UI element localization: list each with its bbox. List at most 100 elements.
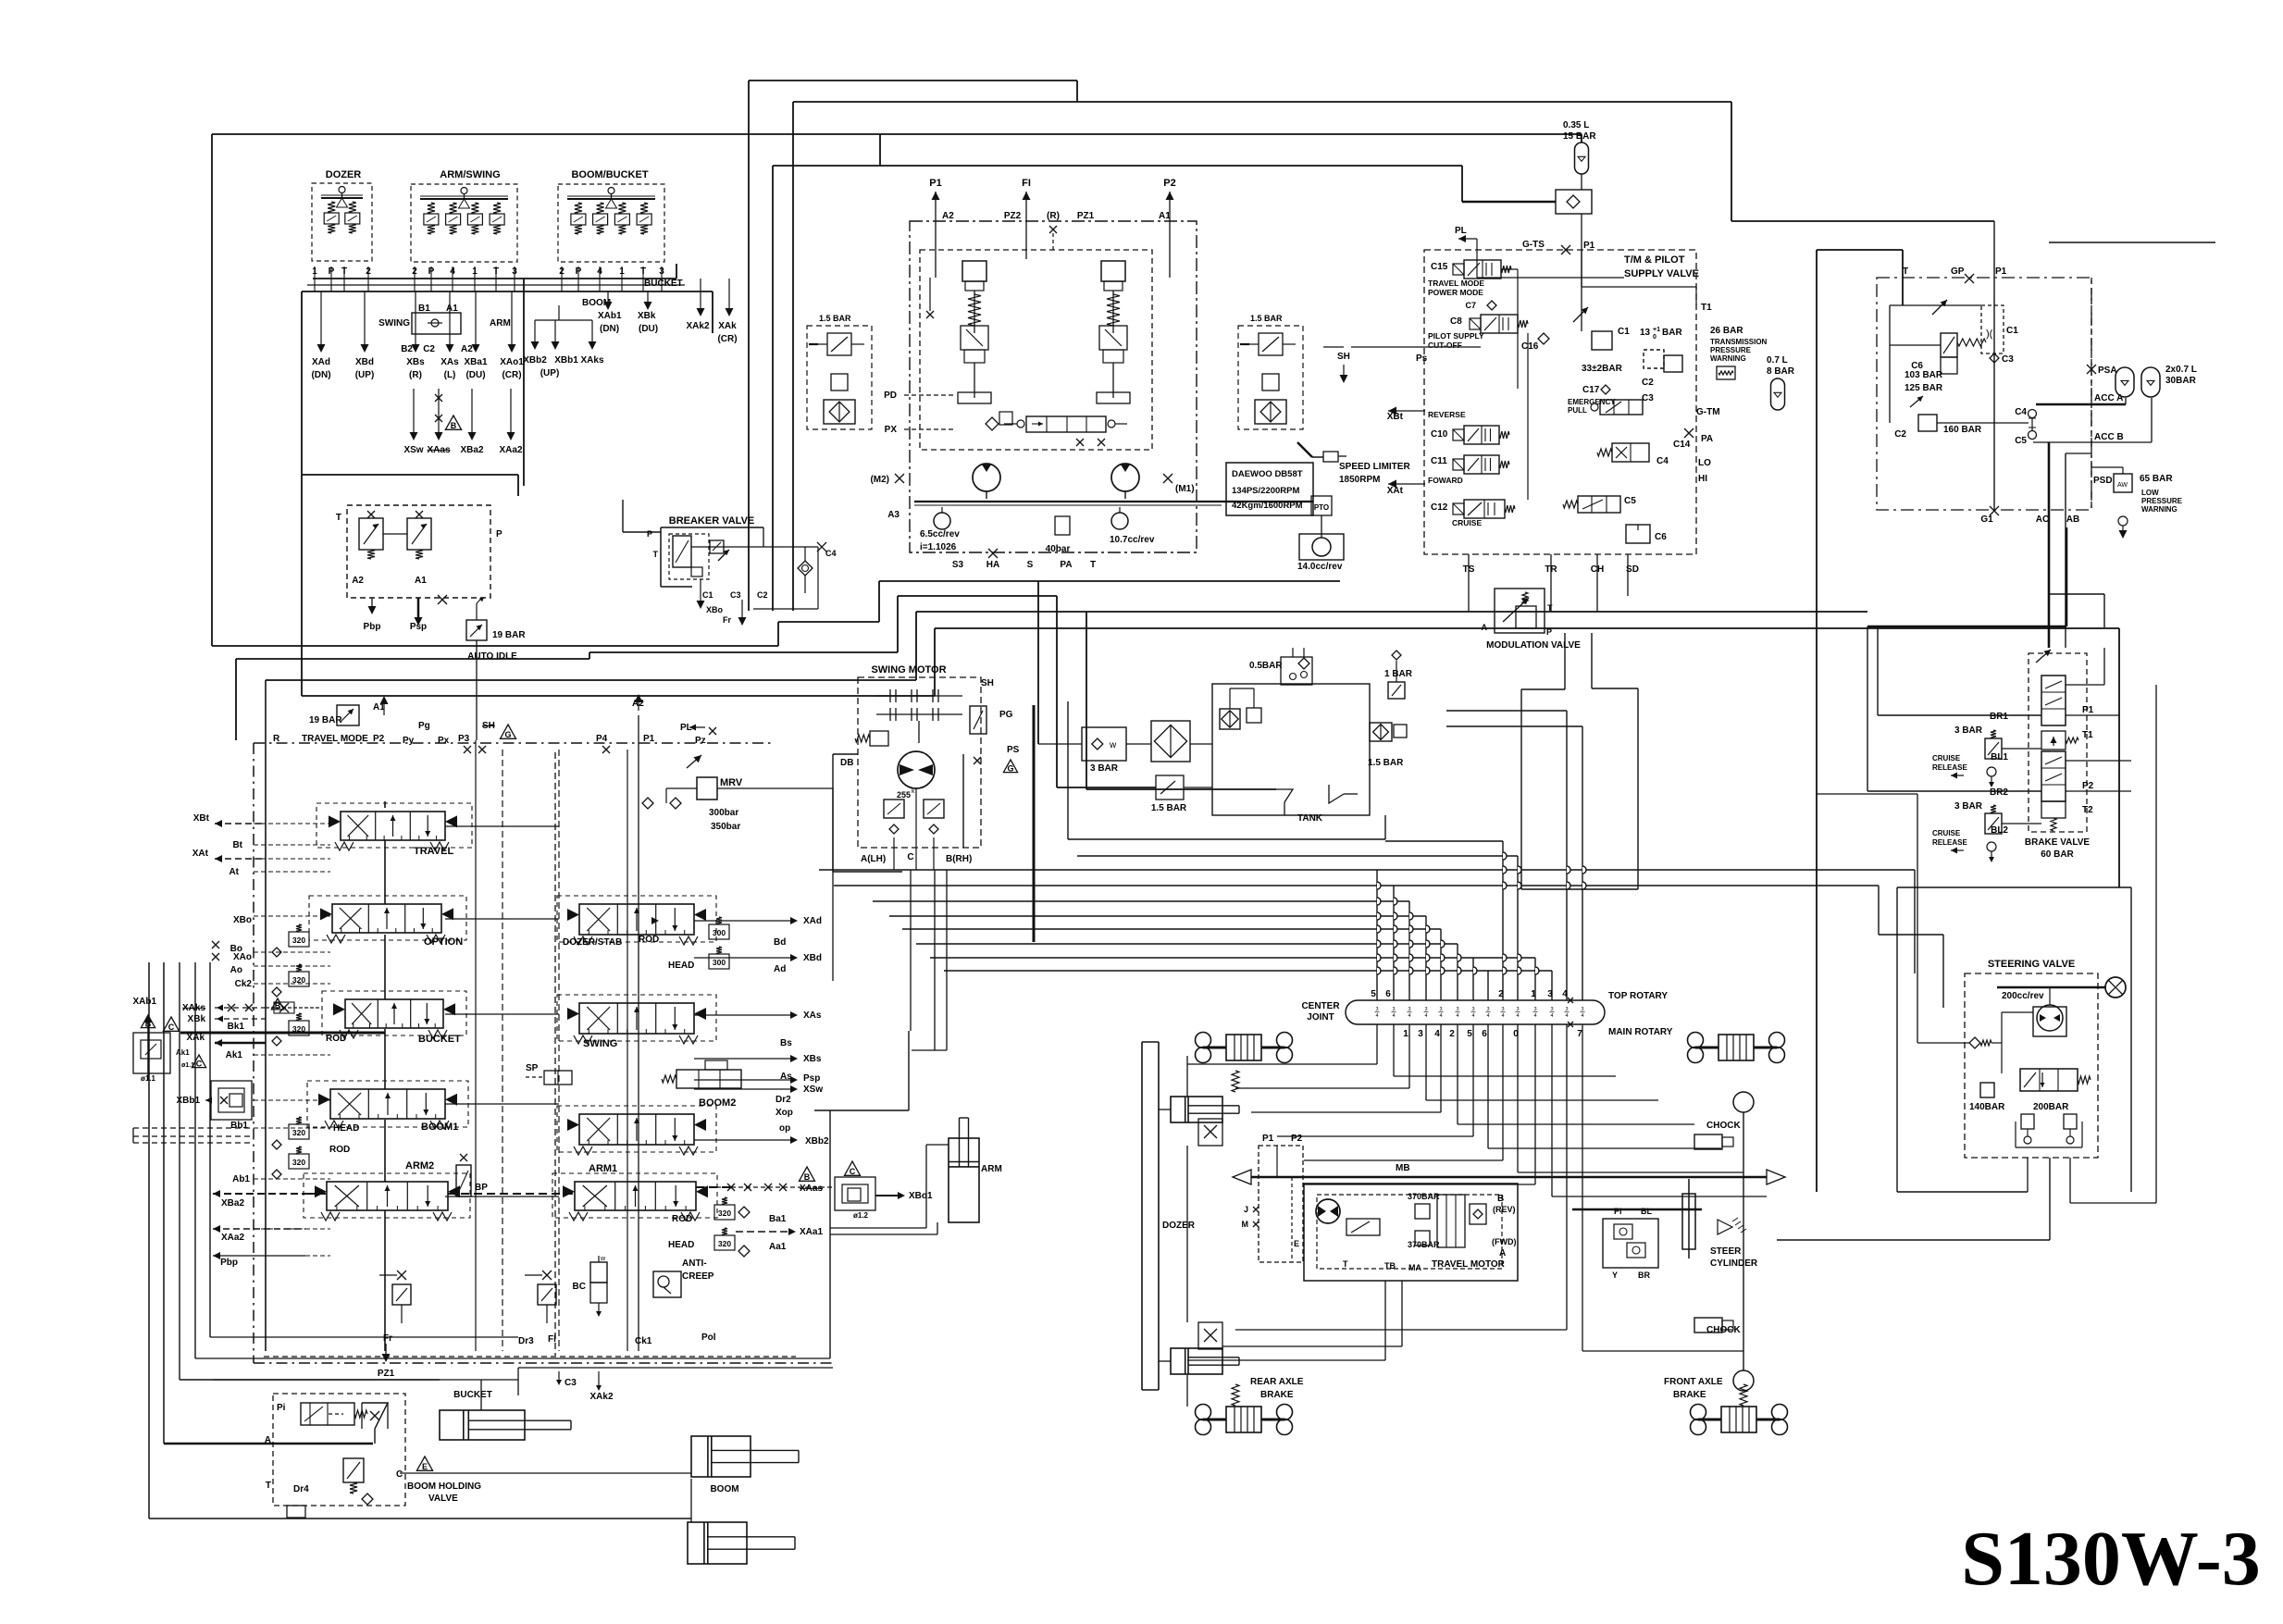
- svg-text:320: 320: [292, 1158, 305, 1167]
- svg-text:DOZER: DOZER: [1162, 1221, 1196, 1231]
- svg-text:Bt: Bt: [232, 840, 242, 850]
- svg-text:2: 2: [366, 267, 371, 277]
- svg-text:ACC B: ACC B: [2094, 432, 2124, 442]
- svg-text:CRUISE: CRUISE: [1932, 829, 1961, 837]
- svg-text:ø1.1: ø1.1: [181, 1062, 194, 1069]
- svg-text:3 BAR: 3 BAR: [1954, 801, 1983, 812]
- svg-text:5: 5: [1467, 1029, 1472, 1039]
- svg-text:M: M: [1242, 1220, 1249, 1229]
- svg-text:S3: S3: [952, 560, 964, 570]
- svg-text:30BAR: 30BAR: [2165, 376, 2197, 386]
- svg-text:3: 3: [1424, 1007, 1427, 1012]
- svg-text:C1: C1: [2006, 326, 2018, 336]
- svg-text:4: 4: [1565, 1013, 1568, 1019]
- svg-text:AB: AB: [2066, 514, 2079, 525]
- svg-text:2x0.7 L: 2x0.7 L: [2165, 365, 2197, 375]
- svg-text:SH: SH: [1337, 352, 1350, 362]
- svg-text:PX: PX: [885, 425, 898, 435]
- svg-text:T: T: [336, 513, 341, 523]
- svg-text:XAas: XAas: [800, 1184, 823, 1194]
- svg-text:T: T: [341, 267, 347, 277]
- svg-text:At: At: [229, 867, 239, 877]
- svg-text:4: 4: [1439, 1013, 1442, 1019]
- svg-text:370BAR: 370BAR: [1408, 1240, 1440, 1249]
- svg-text:ACC A: ACC A: [2094, 393, 2123, 403]
- svg-text:PA: PA: [1701, 434, 1713, 444]
- svg-text:6: 6: [1482, 1029, 1487, 1039]
- svg-text:T2: T2: [2082, 805, 2093, 815]
- svg-text:3: 3: [512, 267, 517, 277]
- svg-text:B2: B2: [401, 344, 413, 354]
- svg-text:A: A: [265, 1435, 271, 1445]
- svg-text:T1: T1: [2082, 730, 2093, 740]
- svg-text:BOOM1: BOOM1: [421, 1122, 458, 1133]
- svg-text:XBo: XBo: [706, 605, 724, 614]
- svg-text:MAIN ROTARY: MAIN ROTARY: [1608, 1027, 1673, 1037]
- svg-text:320: 320: [718, 1239, 731, 1248]
- svg-text:Ab1: Ab1: [232, 1174, 250, 1184]
- svg-text:140BAR: 140BAR: [1969, 1102, 2005, 1112]
- svg-text:RELEASE: RELEASE: [1932, 838, 1967, 847]
- svg-text:DOZER/STAB: DOZER/STAB: [563, 937, 622, 948]
- svg-text:4: 4: [1434, 1029, 1440, 1039]
- svg-text:1: 1: [619, 267, 625, 277]
- svg-text:4: 4: [1392, 1013, 1395, 1019]
- svg-text:Dr2: Dr2: [775, 1095, 791, 1105]
- svg-text:65 BAR: 65 BAR: [2140, 474, 2173, 484]
- svg-text:BL1: BL1: [1991, 752, 2008, 762]
- svg-text:Psp: Psp: [803, 1073, 820, 1084]
- svg-text:G-TM: G-TM: [1696, 407, 1720, 417]
- svg-text:(UP): (UP): [540, 368, 560, 378]
- svg-text:S130W-3: S130W-3: [1961, 1516, 2261, 1602]
- svg-text:A(LH): A(LH): [861, 854, 886, 864]
- svg-text:MA: MA: [1408, 1263, 1421, 1272]
- svg-text:XAas: XAas: [427, 445, 450, 455]
- svg-text:XBa2: XBa2: [460, 445, 483, 455]
- svg-text:Ak1: Ak1: [176, 1048, 190, 1057]
- svg-text:DB: DB: [840, 758, 853, 768]
- svg-text:4: 4: [1550, 1013, 1553, 1019]
- svg-text:PZ2: PZ2: [1004, 211, 1022, 221]
- svg-text:4: 4: [1562, 989, 1568, 999]
- svg-text:C5: C5: [2015, 436, 2027, 446]
- svg-text:XSw: XSw: [403, 445, 423, 455]
- svg-text:SH: SH: [981, 678, 994, 688]
- svg-text:BUCKET: BUCKET: [644, 279, 683, 289]
- svg-text:1.5 BAR: 1.5 BAR: [1368, 758, 1404, 768]
- svg-text:XAks: XAks: [182, 1003, 205, 1013]
- svg-text:BR1: BR1: [1990, 712, 2008, 722]
- svg-text:P: P: [576, 267, 582, 277]
- svg-text:ANTI-: ANTI-: [682, 1258, 707, 1269]
- svg-text:HEAD: HEAD: [668, 1240, 694, 1250]
- svg-text:+1: +1: [1653, 327, 1660, 333]
- svg-text:FRONT AXLE: FRONT AXLE: [1664, 1377, 1723, 1387]
- svg-text:C: C: [907, 852, 913, 862]
- svg-text:Pol: Pol: [701, 1333, 716, 1343]
- svg-text:Dr3: Dr3: [518, 1336, 534, 1346]
- svg-text:P2: P2: [1163, 178, 1175, 189]
- svg-text:A: A: [1499, 1248, 1506, 1258]
- svg-text:SH: SH: [482, 721, 495, 731]
- svg-text:XBk: XBk: [188, 1014, 206, 1024]
- svg-text:Pi: Pi: [277, 1403, 286, 1413]
- svg-text:C4: C4: [825, 549, 837, 558]
- svg-text:(FWD): (FWD): [1492, 1237, 1517, 1246]
- svg-text:SWING MOTOR: SWING MOTOR: [871, 664, 946, 676]
- svg-text:C3: C3: [1642, 393, 1654, 403]
- svg-text:3: 3: [1581, 1007, 1583, 1012]
- svg-text:3: 3: [1550, 1007, 1553, 1012]
- svg-text:Y: Y: [1612, 1271, 1618, 1280]
- svg-text:BP: BP: [475, 1183, 488, 1193]
- svg-text:C: C: [850, 1167, 856, 1176]
- svg-text:AW: AW: [2117, 482, 2128, 489]
- svg-text:320: 320: [292, 975, 305, 985]
- svg-text:DAEWOO DB58T: DAEWOO DB58T: [1232, 469, 1303, 479]
- svg-text:P1: P1: [929, 178, 941, 189]
- svg-text:4: 4: [1424, 1013, 1427, 1019]
- svg-text:MRV: MRV: [720, 777, 743, 788]
- svg-text:P4: P4: [596, 734, 608, 744]
- svg-text:Ak1: Ak1: [226, 1050, 243, 1060]
- svg-text:T: T: [266, 1481, 271, 1491]
- svg-text:Ck1: Ck1: [635, 1336, 652, 1346]
- svg-text:J: J: [1244, 1205, 1248, 1214]
